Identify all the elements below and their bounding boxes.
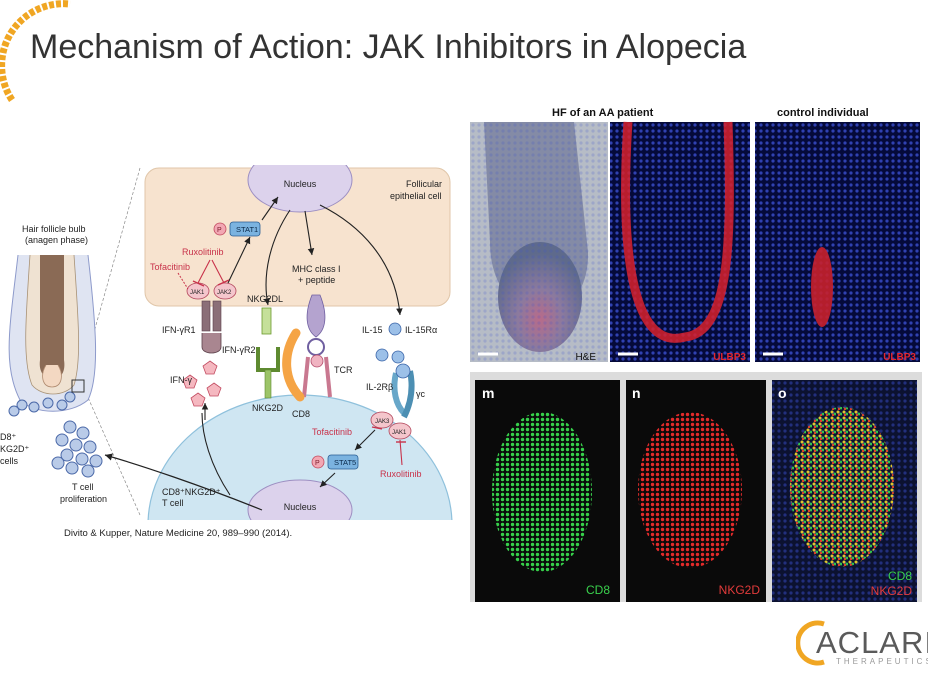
label-il15: IL-15 [362, 325, 383, 335]
aclaris-logo: ACLARIS THERAPEUTICS [796, 620, 928, 666]
label-he: H&E [575, 352, 596, 363]
label-jak1-bottom: JAK1 [392, 430, 407, 436]
label-panel-n: n [632, 385, 641, 401]
label-nkg2dl: NKG2DL [247, 294, 283, 304]
logo-sub: THERAPEUTICS [836, 657, 928, 666]
citation: Divito & Kupper, Nature Medicine 20, 989… [64, 528, 293, 539]
label-ruxolitinib-top: Ruxolitinib [182, 247, 224, 257]
header-control: control individual [777, 107, 869, 119]
t-cell-cluster [51, 420, 103, 478]
label-nkg2d-o: NKG2D [871, 584, 913, 598]
label-nucleus-bottom: Nucleus [284, 502, 317, 512]
label-ruxolitinib-bottom: Ruxolitinib [380, 469, 422, 479]
nucleus-bottom [247, 479, 353, 520]
label-panel-m: m [482, 385, 494, 401]
label-ulbp3-patient: ULBP3 [713, 352, 746, 363]
label-tcell-1: CD8⁺NKG2D⁺ [162, 487, 221, 497]
label-tcr: TCR [334, 365, 353, 375]
label-tofacitinib-bottom: Tofacitinib [312, 427, 352, 437]
label-tcell-2: T cell [162, 498, 183, 508]
label-nkg2d-n: NKG2D [719, 583, 761, 597]
micrograph-panels: HF of an AA patient control individual H… [470, 107, 922, 602]
label-mhc-2: + peptide [298, 275, 335, 285]
label-jak1-top: JAK1 [190, 290, 205, 296]
logo-name: ACLARIS [816, 625, 928, 660]
label-ulbp3-control: ULBP3 [883, 352, 916, 363]
label-hair-follicle-2: (anagen phase) [25, 235, 88, 245]
jak-pathway-diagram: Hair follicle bulb (anagen phase) Nucleu… [0, 165, 453, 520]
label-mhc-1: MHC class I [292, 264, 341, 274]
label-hair-follicle-1: Hair follicle bulb [22, 224, 86, 234]
label-cells-1: D8⁺ [0, 432, 17, 442]
label-jak2-top: JAK2 [217, 290, 232, 296]
label-stat5: STAT5 [334, 458, 356, 467]
label-cd8-m: CD8 [586, 583, 610, 597]
label-il15ra: IL-15Rα [405, 325, 437, 335]
label-follicular-1: Follicular [406, 179, 442, 189]
label-ifn-g: IFN-γ [170, 375, 192, 385]
header-aa-patient: HF of an AA patient [552, 107, 654, 119]
label-cd8-o: CD8 [888, 569, 912, 583]
label-il2rb: IL-2Rβ [366, 382, 393, 392]
label-phospho-2: P [315, 460, 320, 467]
label-stat1: STAT1 [236, 225, 258, 234]
label-tprolif-2: proliferation [60, 494, 107, 504]
label-tprolif-1: T cell [72, 482, 93, 492]
label-gamma-c: γc [416, 389, 426, 399]
label-phospho-1: P [217, 227, 222, 234]
label-cd8: CD8 [292, 409, 310, 419]
label-follicular-2: epithelial cell [390, 191, 442, 201]
label-cells-3: cells [0, 456, 19, 466]
label-ifn-gr1: IFN-γR1 [162, 325, 196, 335]
label-ifn-gr2: IFN-γR2 [222, 345, 256, 355]
label-panel-o: o [778, 385, 787, 401]
decorative-arc [0, 0, 71, 102]
slide-title: Mechanism of Action: JAK Inhibitors in A… [30, 28, 747, 66]
label-nkg2d: NKG2D [252, 403, 284, 413]
label-jak3: JAK3 [375, 419, 390, 425]
label-nucleus-top: Nucleus [284, 179, 317, 189]
hair-follicle-illustration [8, 254, 97, 412]
label-cells-2: KG2D⁺ [0, 444, 30, 454]
label-tofacitinib-top: Tofacitinib [150, 262, 190, 272]
